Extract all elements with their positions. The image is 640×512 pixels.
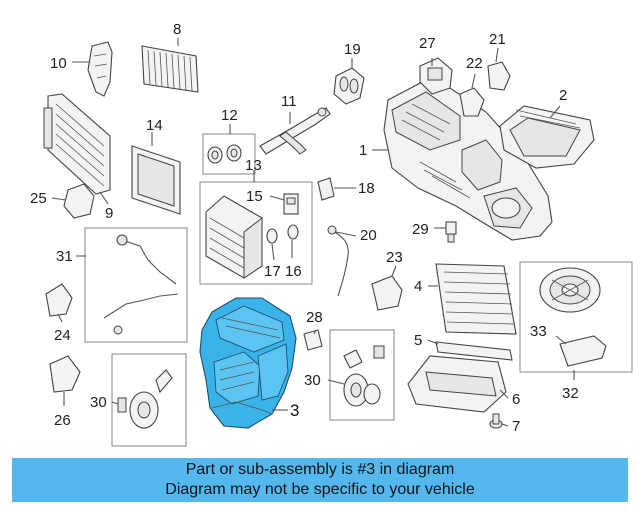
callout-27: 27 [419,35,436,52]
part-28-clip [303,329,323,351]
part-15-valve [283,193,299,215]
callout-29: 29 [412,221,429,238]
part-18-grommet [317,177,335,201]
part-8-heater-core [141,45,199,93]
callout-19: 19 [344,41,361,58]
part-11-pipe [259,107,331,155]
part-12-seals [207,144,242,164]
callout-6: 6 [512,391,520,408]
callout-21: 21 [489,31,506,48]
callout-25: 25 [30,190,47,207]
callout-33: 33 [530,323,547,340]
part-30-right-parts [343,345,385,407]
group-box-30-left [111,353,187,447]
part-21-actuator [487,61,511,91]
group-box-12 [202,133,256,175]
callout-13: 13 [245,157,262,174]
part-2-duct [499,105,595,169]
callout-31: 31 [56,248,73,265]
part-25-sensor [63,183,95,219]
callout-8: 8 [173,21,181,38]
part-3-hvac-case-highlighted [199,297,297,429]
part-17-oring [266,228,278,244]
callout-14: 14 [146,117,163,134]
part-33-resistor [559,335,607,367]
group-box-13 [199,181,313,285]
callout-32: 32 [562,385,579,402]
part-7-bolt [489,413,503,429]
callout-18: 18 [358,180,375,197]
part-20-tube [327,225,349,297]
part-26-actuator [49,355,81,393]
callout-11: 11 [281,93,297,110]
banner-line-1: Part or sub-assembly is #3 in diagram [185,461,455,478]
group-box-31 [84,227,188,343]
part-22-actuator [459,87,485,117]
callout-22: 22 [466,55,483,72]
part-30-left-parts [117,369,173,429]
part-6-tray [407,355,507,413]
part-23-module [371,275,403,311]
callout-23: 23 [386,249,403,266]
callout-7: 7 [512,418,520,435]
callout-30-left: 30 [90,394,107,411]
callout-28: 28 [306,309,323,326]
callout-9: 9 [105,205,113,222]
callout-17: 17 [264,263,281,280]
part-32-blower [539,267,601,313]
part-24-flap [45,283,73,317]
callout-15: 15 [246,188,263,205]
callout-26: 26 [54,412,71,429]
callout-1: 1 [359,142,367,159]
part-19-gasket [333,67,365,105]
callout-2: 2 [559,87,567,104]
callout-30-right: 30 [304,372,321,389]
callout-16: 16 [285,263,302,280]
part-16-oring [287,224,299,240]
leader-lines [51,38,575,427]
part-29-sensor [445,221,457,243]
callout-12: 12 [221,107,238,124]
part-31-hoses [103,234,179,335]
part-27-actuator [419,57,453,95]
group-box-32 [519,261,633,373]
part-9-evaporator [43,93,111,195]
info-banner: Part or sub-assembly is #3 in diagram Di… [12,458,628,502]
callout-24: 24 [54,327,71,344]
part-14-filter [131,145,181,215]
part-1-hvac-housing [383,79,553,241]
part-13-module [205,195,263,279]
banner-line-2: Diagram may not be specific to your vehi… [165,481,475,498]
callout-4: 4 [414,278,422,295]
callout-3-highlighted: 3 [290,401,299,420]
callout-10: 10 [50,55,67,72]
part-4-cabin-filter [435,263,517,335]
part-10-bracket [87,41,113,97]
part-5-seal-strip [435,341,513,361]
callout-5: 5 [414,332,422,349]
group-box-30-right [329,329,395,421]
callout-20: 20 [360,227,377,244]
